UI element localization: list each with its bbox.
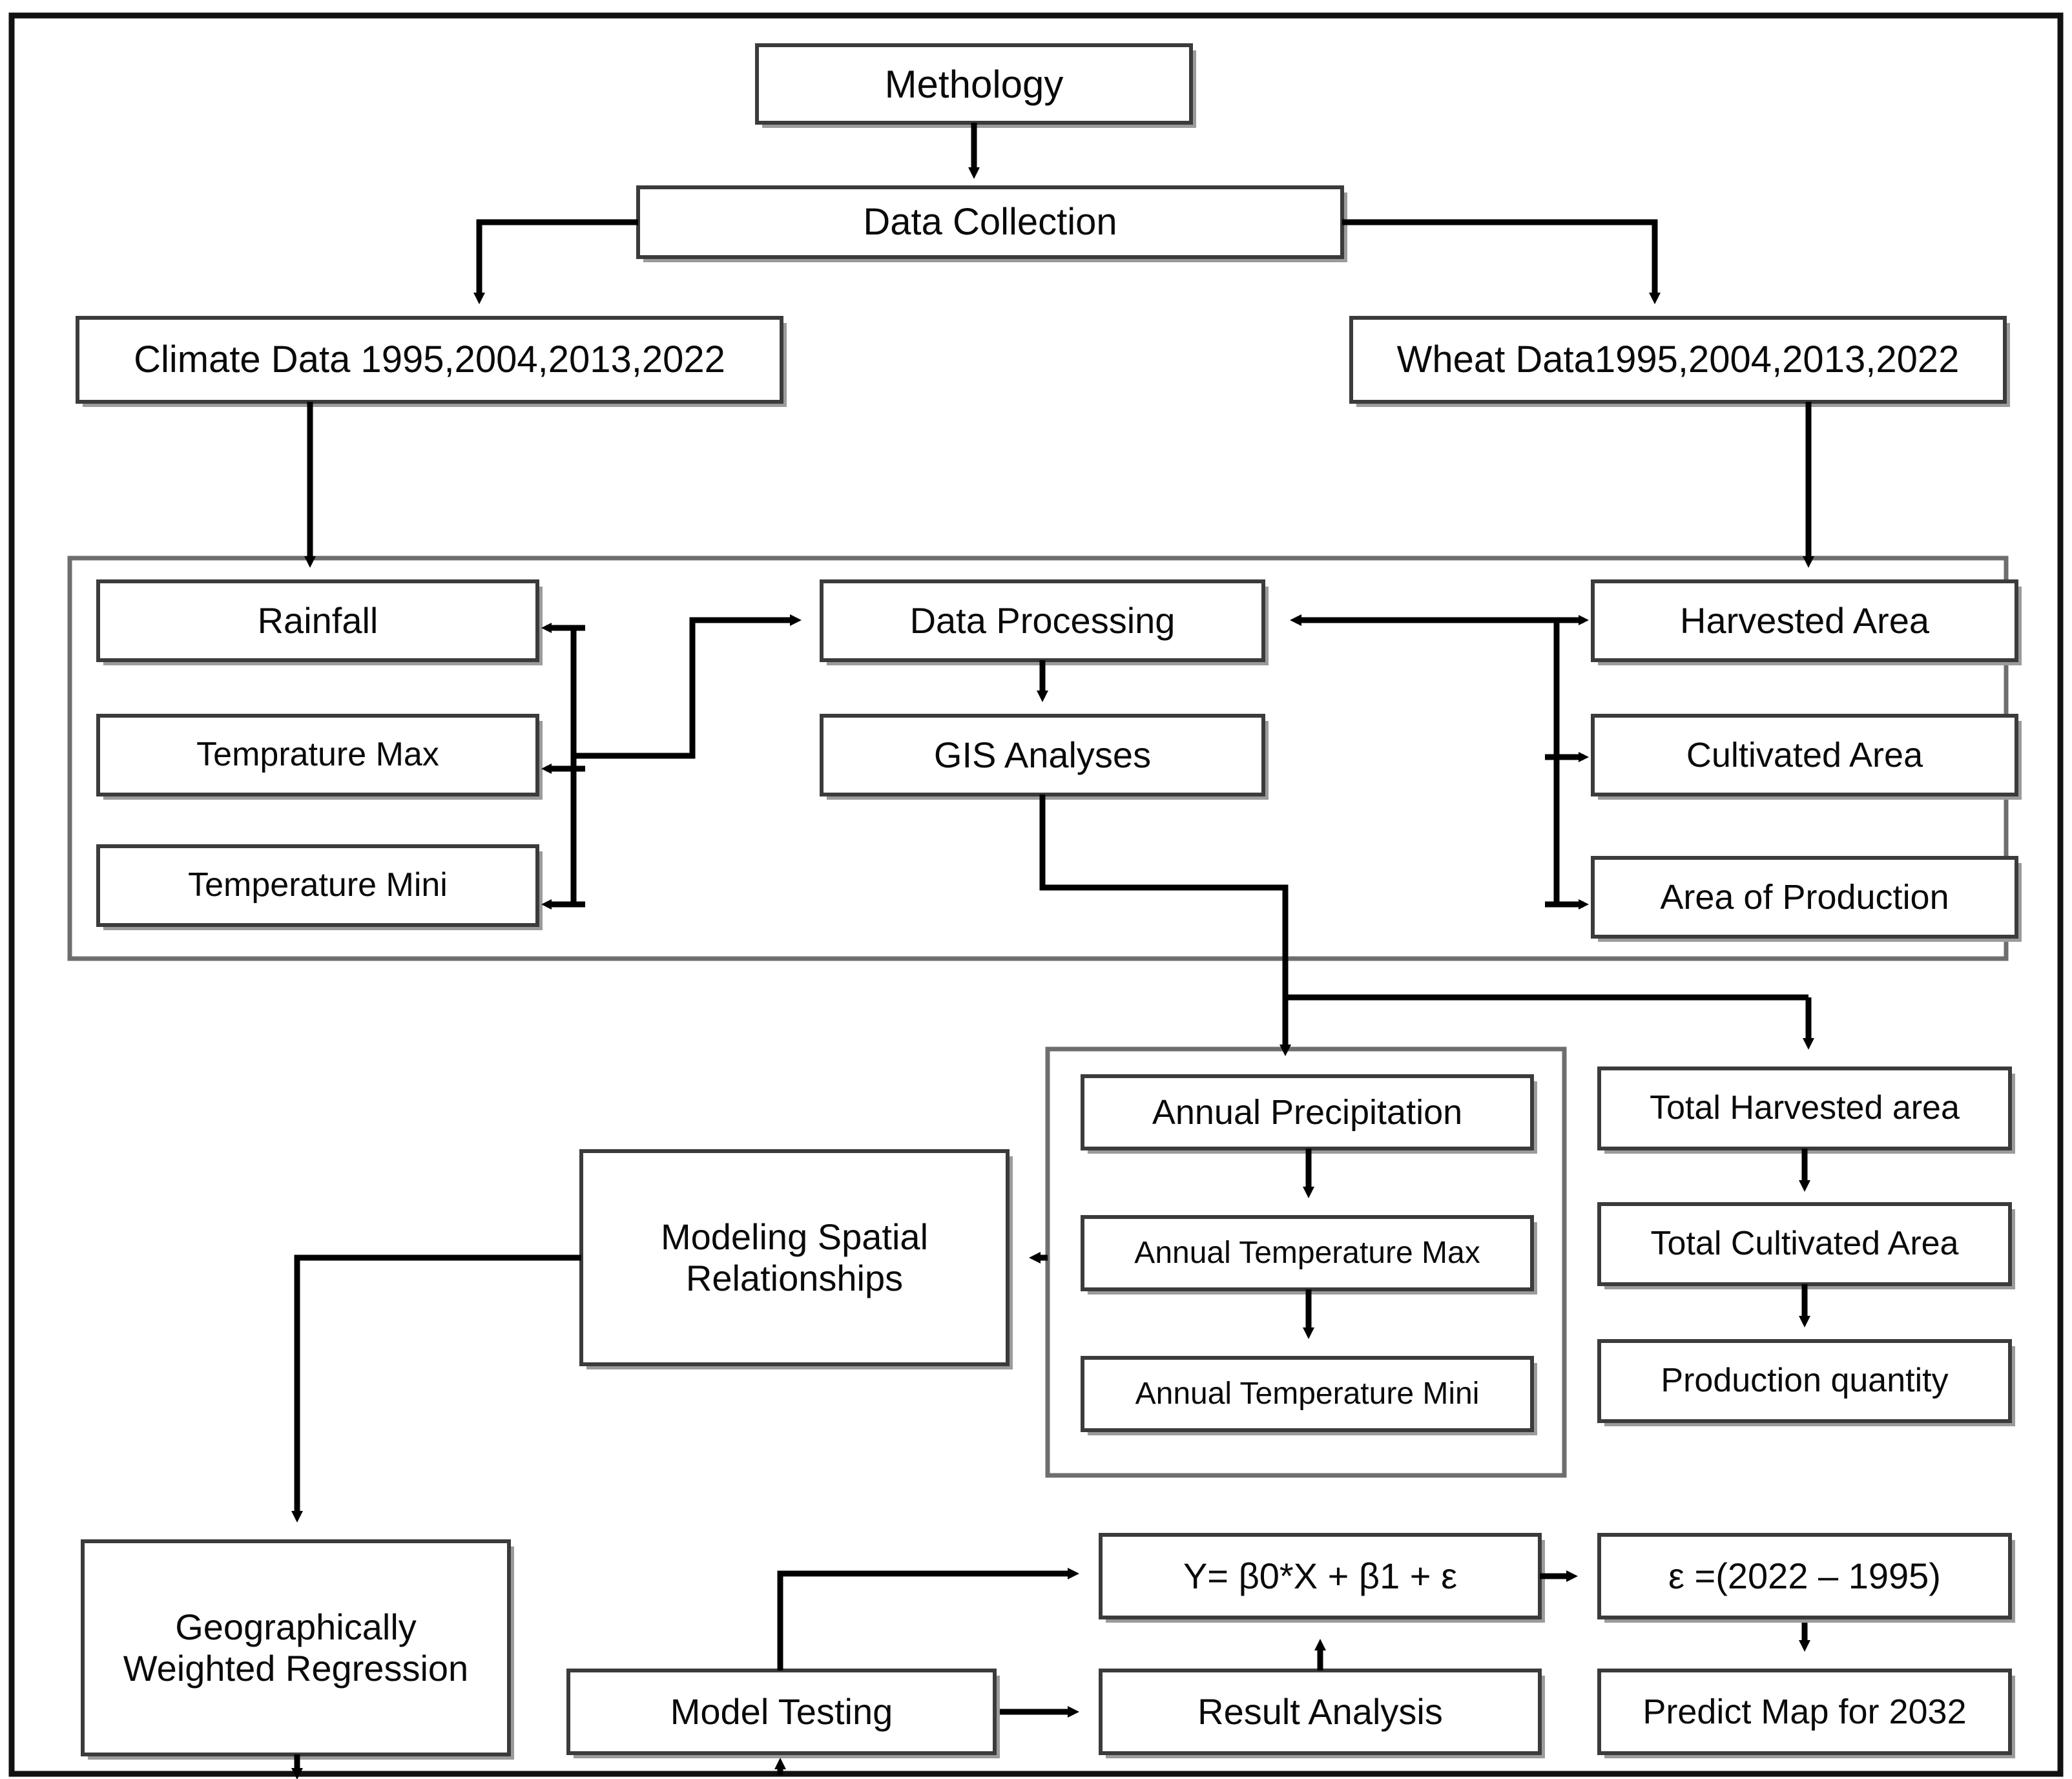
node-annual-precipitation[interactable] (1081, 1074, 1537, 1154)
node-temperature-max[interactable] (96, 714, 543, 800)
edge-dc-climate (473, 219, 638, 304)
node-harvested-area[interactable] (1591, 579, 2022, 665)
node-cultivated-area[interactable] (1591, 714, 2022, 800)
edge-left-bus-dp (574, 614, 802, 759)
connectors (291, 123, 1814, 1779)
node-total-cultivated-area[interactable] (1597, 1202, 2015, 1289)
node-gis-analyses[interactable] (820, 714, 1269, 800)
node-regression-equation[interactable] (1099, 1533, 1545, 1623)
node-data-collection[interactable] (636, 185, 1347, 262)
node-model-testing[interactable] (566, 1669, 1000, 1758)
node-production-quantity[interactable] (1597, 1339, 2015, 1426)
edge-modeling-gwr (291, 1254, 581, 1523)
node-data-processing[interactable] (820, 579, 1269, 665)
node-epsilon-definition[interactable] (1597, 1533, 2015, 1623)
node-climate-data[interactable] (76, 316, 787, 407)
outer-frame (8, 12, 2064, 1777)
node-predict-map[interactable] (1597, 1669, 2015, 1758)
node-geographically-weighted-regression[interactable] (81, 1539, 514, 1760)
edge-dc-wheat (1342, 219, 1661, 304)
node-result-analysis[interactable] (1099, 1669, 1545, 1758)
edge-mt-equation (777, 1568, 1079, 1670)
edge-gis-down (1039, 795, 1289, 997)
node-annual-temperature-max[interactable] (1081, 1215, 1537, 1295)
node-temperature-mini[interactable] (96, 844, 543, 930)
node-area-of-production[interactable] (1591, 856, 2022, 942)
annual-panel (1045, 1046, 1567, 1478)
node-wheat-data[interactable] (1349, 316, 2010, 407)
node-methology[interactable] (755, 43, 1196, 128)
node-annual-temperature-mini[interactable] (1081, 1356, 1537, 1435)
node-rainfall[interactable] (96, 579, 543, 665)
node-modeling-spatial-relationships[interactable] (579, 1149, 1013, 1369)
node-total-harvested-area[interactable] (1597, 1066, 2015, 1154)
